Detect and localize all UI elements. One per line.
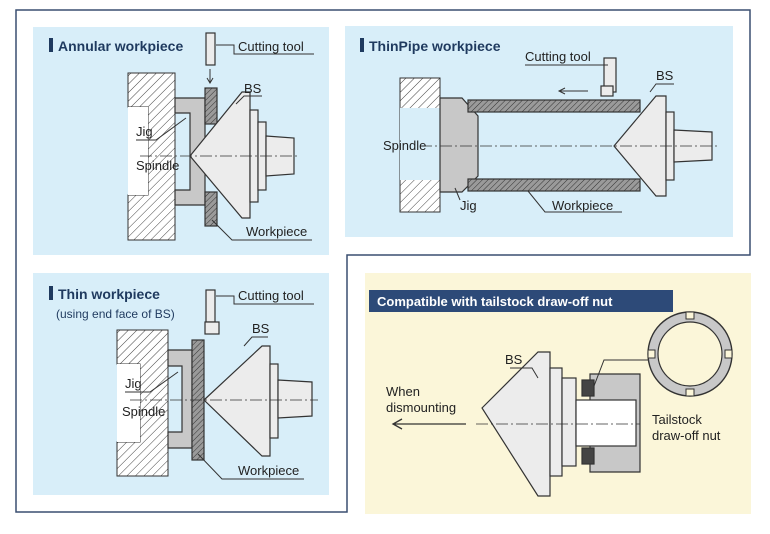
tailstock-bore bbox=[575, 399, 637, 447]
thin-workpiece-label: Workpiece bbox=[238, 463, 299, 478]
thinpipe-workpiece-bottom bbox=[467, 178, 641, 192]
thinpipe-title-marker bbox=[360, 38, 364, 52]
thinpipe-bs-label: BS bbox=[656, 68, 674, 83]
thin-title-marker bbox=[49, 286, 53, 300]
annular-workpiece-bottom bbox=[204, 191, 218, 227]
thin-cutting-tool bbox=[205, 289, 216, 323]
tailstock-nut-slot-right bbox=[724, 349, 733, 359]
annular-cutting-tool-leader bbox=[216, 44, 314, 55]
annular-spindle-bore bbox=[128, 107, 148, 195]
thinpipe-workpiece-top bbox=[467, 99, 641, 113]
annular-workpiece-top bbox=[204, 87, 218, 125]
thin-bs-label: BS bbox=[252, 321, 270, 336]
annular-jig-label: Jig bbox=[136, 124, 153, 139]
tailstock-panel: Compatible with tailstock draw-off nut B… bbox=[365, 273, 751, 514]
annular-title-marker bbox=[49, 38, 53, 52]
annular-panel: Annular workpiece Cutting tool BS Jig Sp… bbox=[33, 27, 329, 255]
tailstock-when-line2: dismounting bbox=[386, 400, 456, 415]
thinpipe-jig-leader bbox=[454, 187, 461, 201]
annular-spindle-label: Spindle bbox=[136, 158, 179, 173]
annular-jig bbox=[174, 97, 206, 206]
annular-cutting-tool bbox=[205, 32, 216, 66]
annular-title: Annular workpiece bbox=[58, 38, 183, 54]
thin-jig-label: Jig bbox=[125, 376, 142, 391]
tailstock-bs-leader bbox=[510, 367, 539, 379]
thin-bs-flange bbox=[269, 363, 279, 439]
annular-bs-label: BS bbox=[244, 81, 262, 96]
thin-subtitle: (using end face of BS) bbox=[56, 307, 175, 321]
tailstock-nut-slot-left bbox=[647, 349, 656, 359]
tailstock-nut-section-bottom bbox=[581, 447, 595, 465]
thin-spindle-label: Spindle bbox=[122, 404, 165, 419]
thinpipe-cutting-tool-label: Cutting tool bbox=[525, 49, 591, 64]
thin-title: Thin workpiece bbox=[58, 286, 160, 302]
tailstock-dismount-arrow bbox=[391, 418, 466, 430]
annular-workpiece-leader bbox=[211, 219, 312, 241]
thin-workpiece-leader bbox=[197, 453, 304, 480]
annular-cutting-tool-label: Cutting tool bbox=[238, 39, 304, 54]
tailstock-nut-section-top bbox=[581, 379, 595, 397]
thinpipe-panel: ThinPipe workpiece Cutting tool BS Spind… bbox=[345, 26, 733, 237]
tailstock-nut-leader bbox=[593, 359, 648, 387]
thin-bs-leader bbox=[243, 336, 268, 347]
thinpipe-bs-leader bbox=[649, 83, 674, 93]
tailstock-nut-slot-top bbox=[685, 311, 695, 320]
thinpipe-jig bbox=[439, 97, 479, 193]
thinpipe-jig-label: Jig bbox=[460, 198, 477, 213]
thinpipe-spindle-gap bbox=[400, 108, 440, 180]
annular-feed-arrow bbox=[206, 69, 214, 84]
thinpipe-title: ThinPipe workpiece bbox=[369, 38, 501, 54]
thinpipe-workpiece-leader bbox=[527, 190, 622, 213]
thinpipe-cutting-insert bbox=[600, 85, 614, 97]
outer-frame bbox=[15, 9, 751, 513]
thin-panel: Thin workpiece (using end face of BS) Cu… bbox=[33, 273, 329, 495]
tailstock-bs-flange bbox=[549, 367, 563, 477]
thin-jig-leader bbox=[125, 371, 179, 393]
thinpipe-bs-shank bbox=[673, 129, 713, 163]
annular-jig-leader bbox=[136, 117, 187, 141]
thin-spindle-bore bbox=[117, 364, 140, 442]
tailstock-banner bbox=[369, 290, 673, 312]
annular-bs-leader bbox=[235, 95, 262, 105]
tailstock-when-line1: When bbox=[386, 384, 420, 399]
tailstock-nut-line1: Tailstock bbox=[652, 412, 702, 427]
thinpipe-spindle-label: Spindle bbox=[383, 138, 426, 153]
thin-cutting-insert bbox=[204, 321, 220, 335]
thinpipe-feed-arrow bbox=[557, 87, 588, 95]
thin-cutting-tool-label: Cutting tool bbox=[238, 288, 304, 303]
tailstock-bs-body bbox=[561, 377, 577, 467]
thin-bs-shank bbox=[277, 379, 313, 419]
tailstock-banner-text: Compatible with tailstock draw-off nut bbox=[377, 294, 613, 309]
tailstock-nut-hole bbox=[657, 321, 723, 387]
tailstock-nut-line2: draw-off nut bbox=[652, 428, 721, 443]
tailstock-nut-slot-bottom bbox=[685, 388, 695, 397]
tailstock-bs-label: BS bbox=[505, 352, 523, 367]
thinpipe-workpiece-label: Workpiece bbox=[552, 198, 613, 213]
annular-workpiece-label: Workpiece bbox=[246, 224, 307, 239]
thin-cutting-tool-leader bbox=[216, 295, 314, 305]
